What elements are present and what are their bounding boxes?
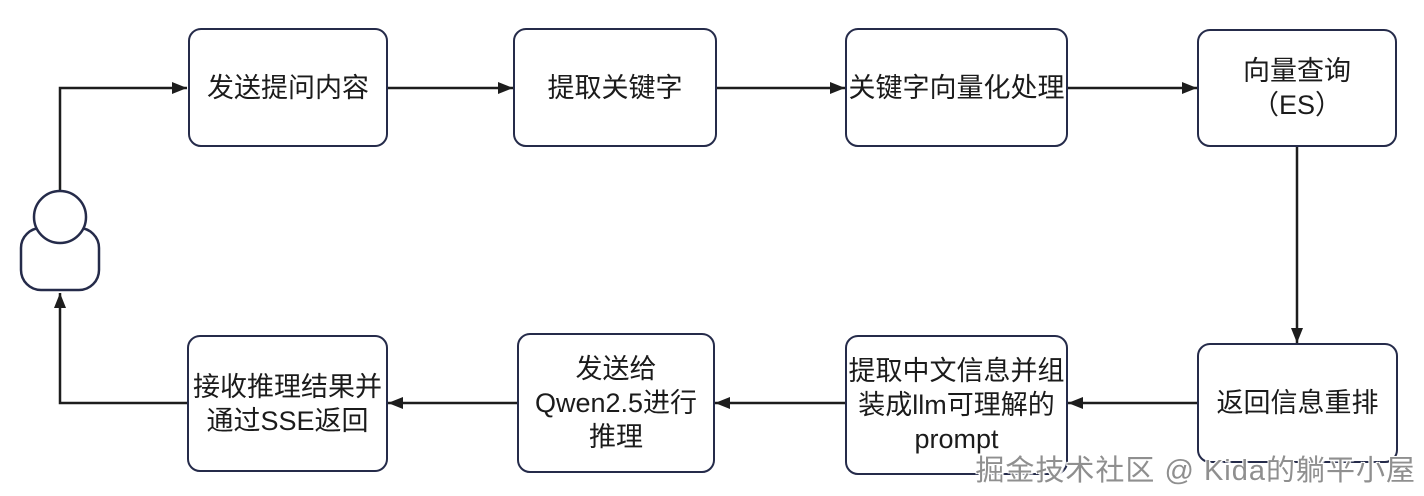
flow-step-label: 向量查询 xyxy=(1243,56,1351,86)
flow-step-label: 提取中文信息并组 xyxy=(848,356,1065,386)
flow-step-label: Qwen2.5进行 xyxy=(534,388,698,418)
flow-step-rerank: 返回信息重排 xyxy=(1197,343,1398,463)
flow-step-label: 通过SSE返回 xyxy=(206,405,369,436)
flow-step-label: 装成llm可理解的 xyxy=(858,390,1055,420)
flow-step-label: 接收推理结果并 xyxy=(193,371,382,402)
flow-step-build-prompt: 提取中文信息并组 装成llm可理解的 prompt xyxy=(845,335,1068,475)
flow-step-label: 返回信息重排 xyxy=(1216,388,1379,418)
flow-step-vectorize: 关键字向量化处理 xyxy=(845,28,1068,147)
flow-step-label: 关键字向量化处理 xyxy=(848,72,1065,103)
flow-step-label: 推理 xyxy=(589,422,643,452)
flow-step-label: 发送给 xyxy=(575,354,657,384)
flow-step-vector-query: 向量查询 （ES） xyxy=(1197,29,1397,147)
flow-step-extract-keywords: 提取关键字 xyxy=(513,28,717,147)
flow-step-receive-sse: 接收推理结果并 通过SSE返回 xyxy=(187,335,388,472)
arrow-user-to-send xyxy=(58,82,187,192)
flow-step-label: （ES） xyxy=(1251,90,1343,120)
user-icon xyxy=(19,189,101,292)
flow-step-label: 发送提问内容 xyxy=(207,72,369,103)
flow-step-send-to-qwen: 发送给 Qwen2.5进行 推理 xyxy=(517,333,715,473)
flow-step-label: 提取关键字 xyxy=(547,72,683,103)
watermark-text: 掘金技术社区 @ Kida的躺平小屋 xyxy=(975,455,1416,487)
arrow-receive-to-user xyxy=(54,293,187,405)
flow-step-send-question: 发送提问内容 xyxy=(188,28,388,147)
flow-step-label: prompt xyxy=(914,424,999,454)
